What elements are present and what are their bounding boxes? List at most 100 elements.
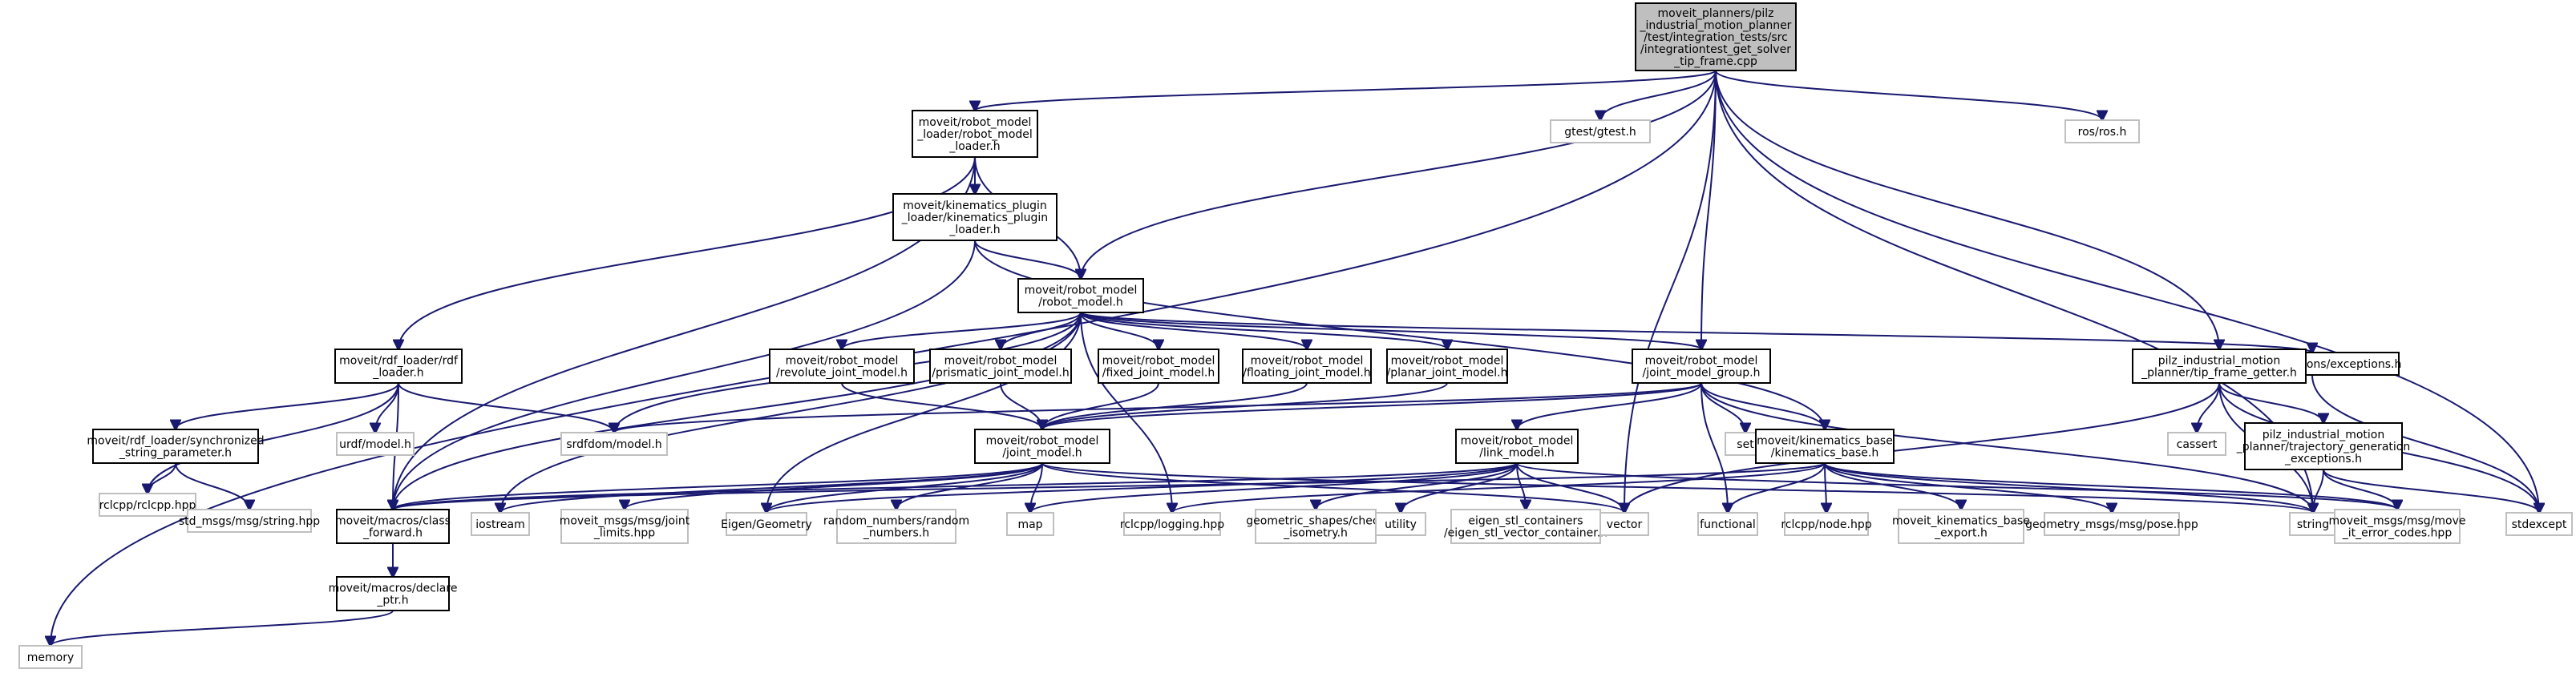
node-label-line: pilz_industrial_motion [2158,355,2280,368]
node-label-line: cassert [2177,438,2218,451]
node-box [187,509,312,533]
node-label-line: _loader/robot_model [916,128,1033,141]
node-label-line: /test/integration_tests/src [1644,31,1788,44]
node-label-line: moveit/rdf_loader/synchronized [87,435,264,448]
node-label-line: geometry_msgs/msg/pose.hpp [2025,518,2198,531]
node-label-line: moveit_msgs/msg/joint [560,515,690,528]
graph-node-tge[interactable]: pilz_industrial_motion_planner/trajector… [2236,422,2410,470]
edge-main-to-gtest [1600,70,1717,120]
node-label-line: _loader/kinematics_plugin [901,212,1048,224]
node-label-line: /eigen_stl_vector_container.h [1444,527,1607,540]
graph-node-iostream: iostream [471,512,530,536]
node-label-line: _planner/tip_frame_getter.h [2141,367,2297,380]
node-label-line: moveit/robot_model [1461,435,1574,448]
graph-node-cf[interactable]: moveit/macros/class_forward.h [335,509,451,544]
edge-jm-to-string [1041,462,2313,513]
graph-node-pljm[interactable]: moveit/robot_model/planar_joint_model.h [1386,349,1508,384]
graph-node-memory: memory [18,645,83,669]
node-label-line: _forward.h [362,527,423,540]
node-box [336,432,415,456]
graph-node-jl: moveit_msgs/msg/joint_limits.hpp [560,509,690,544]
graph-node-dp[interactable]: moveit/macros/declare_ptr.h [329,576,458,611]
edge-jmg-to-lm [1517,382,1702,429]
node-label-line: _limits.hpp [593,527,655,540]
edge-lm-to-map [1030,462,1518,513]
graph-node-pjm[interactable]: moveit/robot_model/prismatic_joint_model… [929,349,1072,384]
edge-ssp-to-rclcpp [148,462,176,494]
graph-node-main[interactable]: moveit_planners/pilz_industrial_motion_p… [1635,2,1797,71]
node-box [560,509,689,544]
node-label-line: pilz_industrial_motion [2263,429,2384,441]
node-label-line: stdexcept [2512,518,2567,531]
node-label-line: /link_model.h [1479,447,1554,460]
edge-main-to-jmg [1701,70,1717,349]
edge-main-to-ros [1715,70,2102,120]
node-box [1006,512,1054,536]
graph-node-cassert: cassert [2167,432,2226,456]
node-box [2064,119,2140,143]
node-label-line: /fixed_joint_model.h [1102,367,1215,380]
node-box [2505,512,2573,536]
graph-node-gtest: gtest/gtest.h [1550,119,1651,143]
edge-lm-to-eigen [766,462,1518,513]
node-box [1255,509,1377,544]
node-label-line: memory [27,651,75,664]
node-box [1450,509,1601,544]
node-label-line: srdfdom/model.h [566,438,661,451]
graph-node-gs: geometric_shapes/check_isometry.h [1246,509,1386,544]
edge-jm-to-jl [625,462,1043,510]
node-label-line: moveit/macros/declare [329,582,458,595]
graph-node-kpl[interactable]: moveit/kinematics_plugin_loader/kinemati… [892,193,1057,241]
node-label-line: set [1737,438,1754,451]
node-label-line: /floating_joint_model.h [1243,367,1370,380]
edge-main-to-rm [1081,70,1717,279]
graph-node-kb[interactable]: moveit/kinematics_base/kinematics_base.h [1755,429,1895,464]
graph-node-lm[interactable]: moveit/robot_model/link_model.h [1455,429,1579,464]
node-label-line: gtest/gtest.h [1564,126,1636,139]
node-label-line: moveit/robot_model [1645,355,1758,368]
node-layer: moveit_planners/pilz_industrial_motion_p… [18,2,2573,669]
edge-rm-to-pljm [1080,312,1447,349]
node-box [1098,349,1219,384]
node-label-line: _tip_frame.cpp [1673,55,1757,68]
edge-main-to-stdexcept [1715,70,2539,513]
node-box [2044,512,2180,536]
edge-main-to-tfg [1715,70,2219,349]
edge-lm-to-gs [1316,462,1518,510]
edge-kpl-to-cf [393,240,976,510]
node-box [1386,349,1508,384]
graph-node-rm[interactable]: moveit/robot_model/robot_model.h [1017,278,1144,313]
graph-node-node: rclcpp/node.hpp [1781,512,1872,536]
node-label-line: vector [1607,518,1643,531]
graph-node-rdfl[interactable]: moveit/rdf_loader/rdf_loader.h [334,349,463,384]
graph-node-jmg[interactable]: moveit/robot_model/joint_model_group.h [1632,349,1771,384]
node-label-line: iostream [475,518,525,531]
graph-node-rn: random_numbers/random_numbers.h [823,509,969,544]
node-label-line: moveit/robot_model [986,435,1099,448]
graph-node-jm[interactable]: moveit/robot_model/joint_model.h [974,429,1110,464]
edge-rm-to-exc [1080,312,2312,353]
node-label-line: string [2297,518,2329,531]
node-box [336,576,450,611]
graph-node-tfg[interactable]: pilz_industrial_motion_planner/tip_frame… [2132,349,2307,384]
node-label-line: moveit/robot_model [919,116,1032,129]
graph-node-srdf: srdfdom/model.h [560,432,668,456]
edge-lm-to-vector [1516,462,1624,513]
graph-node-map: map [1006,512,1054,536]
graph-node-fljm[interactable]: moveit/robot_model/floating_joint_model.… [1242,349,1372,384]
node-label-line: functional [1700,518,1756,531]
graph-node-fjm[interactable]: moveit/robot_model/fixed_joint_model.h [1098,349,1219,384]
graph-node-rjm[interactable]: moveit/robot_model/revolute_joint_model.… [769,349,915,384]
edge-jmg-to-func [1700,382,1728,513]
node-label-line: moveit/rdf_loader/rdf [339,355,459,368]
node-box [1375,512,1426,536]
graph-node-ssp[interactable]: moveit/rdf_loader/synchronized_string_pa… [87,429,265,464]
graph-node-rml[interactable]: moveit/robot_model_loader/robot_model_lo… [912,110,1038,158]
edge-rm-to-jmg [1080,312,1701,349]
node-box [2244,422,2403,470]
node-box [1123,512,1221,536]
edge-rm-to-fljm [1080,312,1307,349]
edge-rm-to-fjm [1080,312,1159,349]
node-box [892,193,1057,241]
